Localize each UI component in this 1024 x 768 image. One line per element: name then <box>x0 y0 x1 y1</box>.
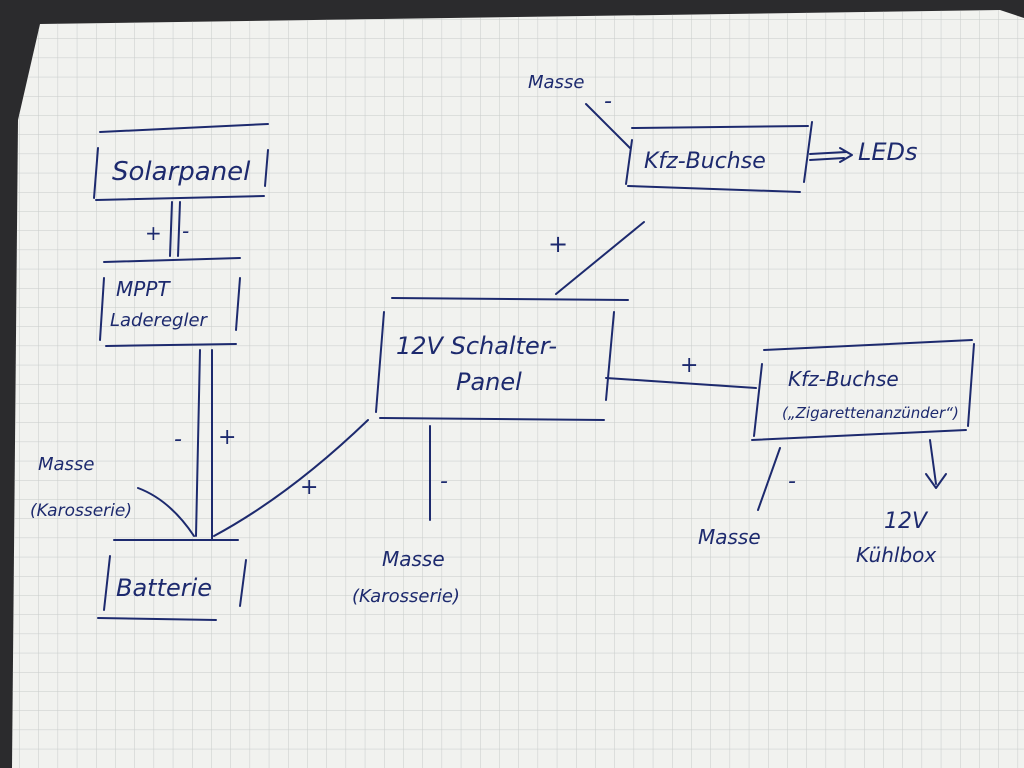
masse-top-minus-sign: - <box>604 89 612 114</box>
kfz-right-masse-minus-sign: - <box>788 469 796 494</box>
kfz-buchse-top-label: Kfz-Buchse <box>644 149 766 174</box>
masse-left-label-line2: (Karosserie) <box>30 501 132 521</box>
mppt-battery-link: - + <box>174 349 236 541</box>
schalter-kfz-top-link: + <box>548 221 645 295</box>
schalter-panel-label-line1: 12V Schalter- <box>396 332 557 360</box>
kfz-buchse-right-label-line2: („Zigarettenanzünder“) <box>782 404 959 422</box>
mppt-box: MPPT Laderegler <box>99 257 241 347</box>
paper-grid <box>12 10 1024 768</box>
mppt-label-line2: Laderegler <box>110 310 209 331</box>
masse-right-label: Masse <box>698 525 761 549</box>
masse-left-label-line1: Masse <box>38 454 94 475</box>
kuehlbox-label-line1: 12V <box>884 509 929 534</box>
schalter-kfz-right-link: + <box>605 353 757 389</box>
schalter-kfz-right-plus-sign: + <box>680 353 698 378</box>
solar-mppt-link: + - <box>145 201 189 257</box>
batterie-box: Batterie <box>97 539 247 621</box>
leds-label: LEDs <box>858 138 918 166</box>
masse-top-node: Masse - <box>528 72 631 149</box>
kfz-right-masse-link: - Masse <box>698 447 796 549</box>
batterie-label: Batterie <box>116 574 212 602</box>
kfz-buchse-top-box: Kfz-Buchse <box>625 121 813 193</box>
battery-schalter-plus-sign: + <box>300 475 318 500</box>
mppt-battery-minus-sign: - <box>174 427 182 452</box>
masse-left-node: Masse (Karosserie) <box>30 454 195 537</box>
mppt-battery-plus-sign: + <box>218 425 236 450</box>
masse-mid-label-line1: Masse <box>382 547 445 571</box>
kfz-leds-link: LEDs <box>809 138 918 166</box>
kfz-buchse-right-label-line1: Kfz-Buchse <box>788 367 899 391</box>
masse-mid-label-line2: (Karosserie) <box>352 586 460 607</box>
mppt-label-line1: MPPT <box>116 277 171 301</box>
schalter-kfz-top-plus-sign: + <box>548 230 568 258</box>
schalter-masse-link: - Masse (Karosserie) <box>352 425 460 607</box>
solarpanel-label: Solarpanel <box>112 157 251 187</box>
masse-top-label: Masse <box>528 72 584 93</box>
solar-plus-sign: + <box>145 221 162 245</box>
kfz-buchse-right-box: Kfz-Buchse („Zigarettenanzünder“) <box>751 339 975 441</box>
schalter-panel-label-line2: Panel <box>456 368 522 396</box>
battery-schalter-link: + <box>213 419 369 537</box>
schalter-masse-minus-sign: - <box>440 469 448 494</box>
kuehlbox-label-line2: Kühlbox <box>856 543 936 567</box>
solarpanel-box: Solarpanel <box>93 123 269 201</box>
kfz-kuehlbox-link: 12V Kühlbox <box>856 439 947 567</box>
solar-minus-sign: - <box>182 219 189 243</box>
schalter-panel-box: 12V Schalter- Panel <box>375 297 629 421</box>
